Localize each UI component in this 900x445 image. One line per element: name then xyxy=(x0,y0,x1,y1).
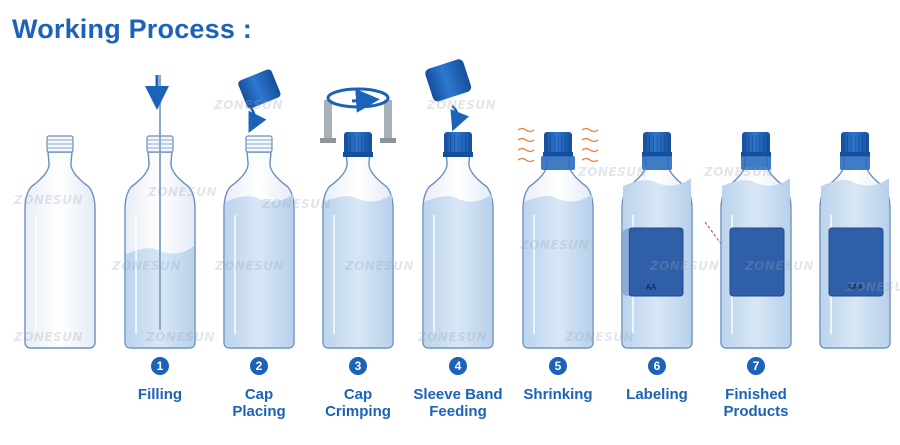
liquid xyxy=(524,194,592,347)
step-number: 2 xyxy=(256,359,263,373)
cap-ring xyxy=(840,152,870,157)
cap-ring xyxy=(343,152,373,157)
cap-ring xyxy=(741,152,771,157)
step-badge-3: 3 xyxy=(349,357,367,375)
step-label-line1: Shrinking xyxy=(523,386,593,403)
step-label-line2: Products xyxy=(723,403,789,420)
curved-arrow-icon xyxy=(450,105,469,132)
bottle-9: AAA xyxy=(819,132,891,349)
cap-ring xyxy=(642,152,672,157)
step-badge-7: 7 xyxy=(747,357,765,375)
step-label-line2: Feeding xyxy=(429,403,487,420)
step-label-line1: Labeling xyxy=(626,386,688,403)
sleeve-band xyxy=(642,156,672,170)
step-badge-4: 4 xyxy=(449,357,467,375)
bottle-3 xyxy=(223,135,295,349)
bottle-5 xyxy=(422,132,494,349)
step-label-line1: Cap xyxy=(343,386,373,403)
heat-wave-icon xyxy=(581,157,599,163)
step-number-circle xyxy=(250,357,268,375)
heat-wave-icon xyxy=(581,137,599,143)
bottle-8 xyxy=(720,132,792,349)
step-number-circle xyxy=(648,357,666,375)
label-panel xyxy=(729,227,785,297)
crimp-arm-right xyxy=(384,100,392,142)
heat-wave-icon xyxy=(517,137,535,143)
step-number: 6 xyxy=(654,359,661,373)
floating-cap-icon xyxy=(238,69,281,109)
step-label-line1: Finished xyxy=(725,386,787,403)
step-label-line1: Sleeve Band xyxy=(413,386,503,403)
bottle-1 xyxy=(24,135,96,349)
page-title: Working Process : xyxy=(12,14,252,44)
step-label-6: Labeling xyxy=(602,386,712,403)
step-badge-5: 5 xyxy=(549,357,567,375)
step-label-1: Filling xyxy=(105,386,215,403)
step-number-circle xyxy=(449,357,467,375)
label-text: AAA xyxy=(847,283,864,292)
sleeve-band xyxy=(840,156,870,170)
step-label-5: Shrinking xyxy=(503,386,613,403)
step-number: 1 xyxy=(157,359,164,373)
step-label-line1: Filling xyxy=(137,386,183,403)
step-label-line2: Placing xyxy=(232,403,286,420)
step-badge-1: 1 xyxy=(151,357,169,375)
cap-ring xyxy=(543,152,573,157)
step-number: 4 xyxy=(455,359,462,373)
step-number-circle xyxy=(349,357,367,375)
heat-wave-icon xyxy=(581,147,599,153)
cap-ring xyxy=(443,152,473,157)
sleeve-band xyxy=(541,156,575,170)
crimp-arm-left xyxy=(324,100,332,142)
curved-arrow-icon xyxy=(248,107,267,133)
step-number-circle xyxy=(151,357,169,375)
bottle-7: AA xyxy=(621,132,693,349)
label-panel xyxy=(828,227,884,297)
step-label-line1: Cap xyxy=(244,386,274,403)
step-number: 5 xyxy=(555,359,562,373)
step-badge-6: 6 xyxy=(648,357,666,375)
step-number: 3 xyxy=(355,359,362,373)
heat-wave-icon xyxy=(517,157,535,163)
step-badge-2: 2 xyxy=(250,357,268,375)
heat-wave-icon xyxy=(517,127,535,133)
liquid xyxy=(424,194,492,347)
liquid xyxy=(225,194,293,347)
floating-sleeve-icon xyxy=(425,59,472,102)
liquid xyxy=(324,194,392,347)
label-text: AA xyxy=(646,283,657,292)
heat-wave-icon xyxy=(517,147,535,153)
step-number-circle xyxy=(747,357,765,375)
rotation-icon xyxy=(326,87,390,109)
bottle-6 xyxy=(522,132,594,349)
sleeve-band xyxy=(741,156,771,170)
step-label-line2: Crimping xyxy=(325,403,391,420)
bottle-4 xyxy=(322,132,394,349)
step-number: 7 xyxy=(753,359,760,373)
heat-wave-icon xyxy=(581,127,599,133)
step-number-circle xyxy=(549,357,567,375)
